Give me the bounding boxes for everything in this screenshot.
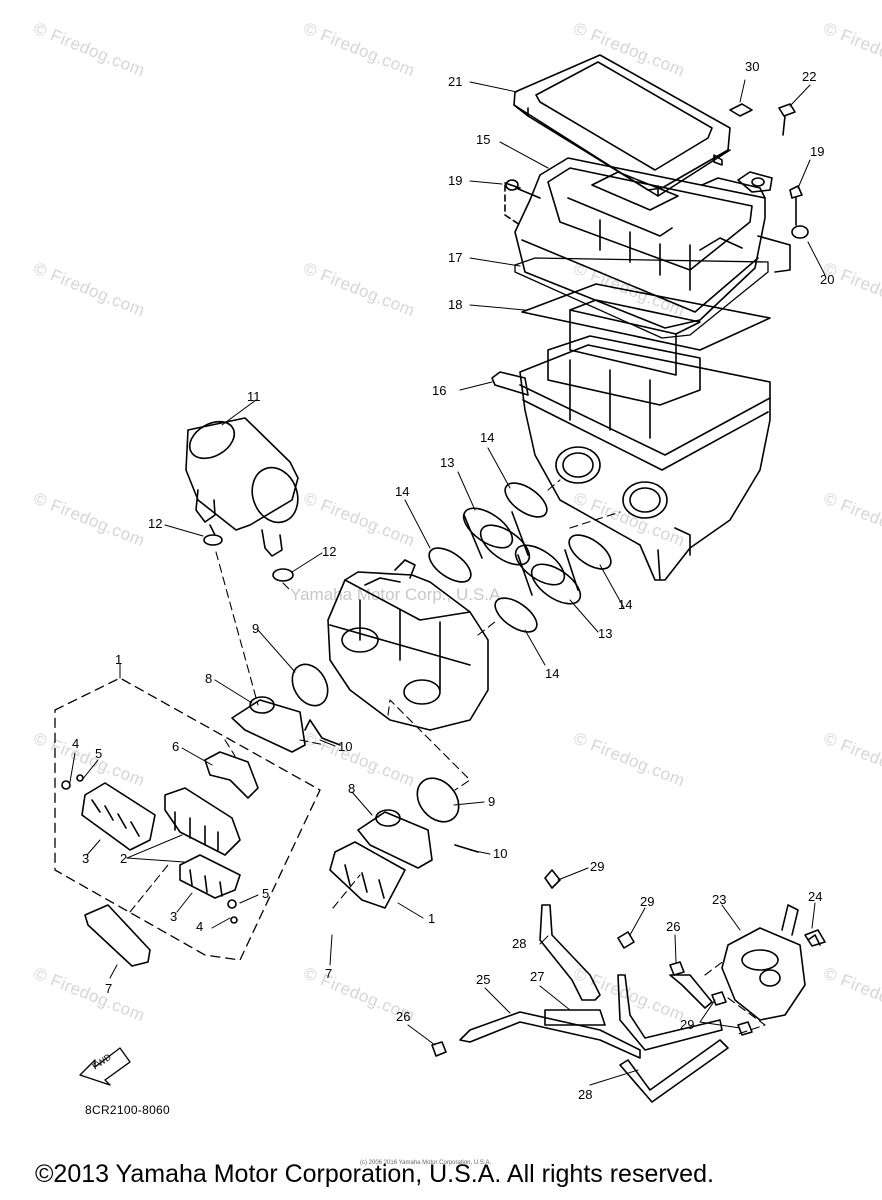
reed-valve-parts [61, 751, 259, 967]
clamp-9-lower [416, 777, 460, 823]
callout-12: 12 [148, 516, 163, 531]
callout-16: 16 [432, 383, 447, 398]
airbox-hardware [504, 103, 809, 273]
intake-joint-13-lower [514, 544, 582, 605]
hose-clip-26 [669, 961, 685, 976]
callout-28: 28 [512, 936, 527, 951]
callout-30: 30 [745, 59, 760, 74]
callout-12: 12 [322, 544, 337, 559]
callout-21: 21 [448, 74, 463, 89]
hose-clamp-14 [504, 482, 548, 518]
callout-4: 4 [196, 919, 204, 934]
airbox-upper-case [514, 157, 773, 329]
hose-clip-29 [711, 991, 727, 1006]
reed-valve-group-outline [54, 677, 321, 961]
assembly-guide-lines [129, 479, 766, 1036]
callout-26: 26 [666, 919, 681, 934]
intake-silencer [185, 417, 299, 557]
clamp-12-upper-ring [203, 534, 223, 546]
callout-1: 1 [428, 911, 436, 926]
callout-1: 1 [115, 652, 123, 667]
callout-10: 10 [493, 846, 508, 861]
callout-15: 15 [476, 132, 491, 147]
fwd-label: FWD [90, 1051, 113, 1071]
callout-26: 26 [396, 1009, 411, 1024]
callout-leader-lines [69, 79, 826, 1086]
callout-19: 19 [810, 144, 825, 159]
callout-5: 5 [95, 746, 103, 761]
hose-clamp-14 [568, 534, 612, 570]
bolt-10-upper [321, 737, 341, 746]
intake-manifold-8-upper [231, 696, 323, 753]
airbox-lower-case [491, 335, 771, 581]
fine-print-copyright: (c) 2006 2016 Yamaha Motor Corporation, … [360, 1160, 492, 1166]
callout-10: 10 [338, 739, 353, 754]
airbox-seal [514, 257, 769, 339]
carburetor-assembly [327, 559, 489, 731]
callout-7: 7 [105, 981, 113, 996]
callout-2: 2 [120, 851, 128, 866]
callout-14: 14 [395, 484, 410, 499]
copyright-notice: ©2013 Yamaha Motor Corporation, U.S.A. A… [35, 1160, 714, 1188]
callout-27: 27 [530, 969, 545, 984]
hose-clamp-14 [494, 597, 538, 633]
hose-clip-29 [737, 1021, 753, 1036]
callout-13: 13 [440, 455, 455, 470]
callout-4: 4 [72, 736, 80, 751]
callout-8: 8 [348, 781, 356, 796]
clamp-9-upper [291, 663, 329, 707]
callout-29: 29 [640, 894, 655, 909]
callout-23: 23 [712, 892, 727, 907]
callout-20: 20 [820, 272, 835, 287]
hose-clip-26 [431, 1041, 447, 1057]
nut-24 [804, 929, 826, 947]
callout-29: 29 [590, 859, 605, 874]
callout-24: 24 [808, 889, 823, 904]
callout-14: 14 [545, 666, 560, 681]
callout-7: 7 [325, 966, 333, 981]
callout-17: 17 [448, 250, 463, 265]
callout-9: 9 [252, 621, 260, 636]
callout-9: 9 [488, 794, 496, 809]
callout-28: 28 [578, 1087, 593, 1102]
callout-3: 3 [170, 909, 178, 924]
callout-11: 11 [247, 389, 261, 404]
air-filter-element [521, 283, 771, 376]
callout-18: 18 [448, 297, 463, 312]
clamp-12-lower-ring [272, 568, 294, 582]
diagram-part-code: 8CR2100-8060 [85, 1103, 170, 1117]
center-watermark: Yamaha Motor Corp., U.S.A. [290, 585, 506, 604]
fuel-pump [721, 904, 821, 1021]
intake-manifold-8-lower [329, 809, 433, 909]
callout-3: 3 [82, 851, 90, 866]
callout-29: 29 [680, 1017, 695, 1032]
clamp-12-upper [209, 524, 216, 536]
callout-14: 14 [480, 430, 495, 445]
hose-clamp-14 [428, 547, 472, 583]
callout-22: 22 [802, 69, 817, 84]
fwd-arrow-icon: FWD [79, 1047, 131, 1086]
callout-8: 8 [205, 671, 213, 686]
callout-13: 13 [598, 626, 613, 641]
intake-joint-13-upper [462, 507, 531, 566]
callout-25: 25 [476, 972, 491, 987]
callout-14: 14 [618, 597, 633, 612]
hose-clip-29 [544, 869, 561, 889]
callout-19: 19 [448, 173, 463, 188]
callout-5: 5 [262, 886, 270, 901]
hose-clip-29 [617, 931, 635, 949]
callout-6: 6 [172, 739, 180, 754]
airbox-lid [513, 54, 731, 197]
fuel-hoses [459, 904, 729, 1103]
